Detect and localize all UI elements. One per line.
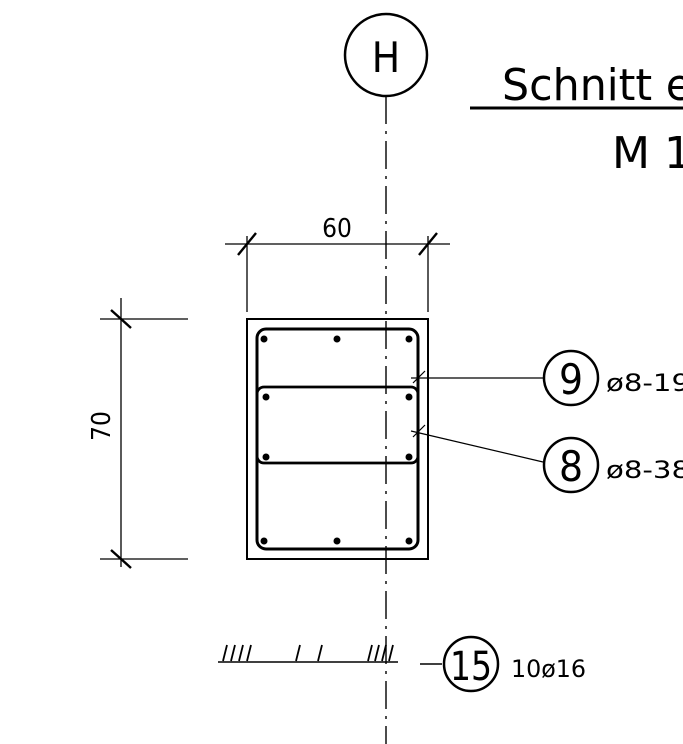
bar-tick	[367, 644, 373, 662]
rebar-bars	[260, 335, 413, 545]
leader-line-8	[410, 430, 544, 463]
rebar-dot	[405, 393, 413, 401]
axis-label: H	[372, 33, 400, 82]
bar-tick	[246, 644, 252, 662]
rebar-dot	[262, 393, 270, 401]
width-tick-right	[418, 232, 438, 256]
width-dimension: 60	[225, 214, 450, 312]
marker-number-15: 15	[450, 644, 492, 690]
inner-stirrup	[255, 385, 420, 465]
marker-circle-9	[542, 349, 600, 407]
marker-spec-8: ø8-38	[606, 456, 683, 484]
title-line-1: Schnitt e	[502, 60, 683, 111]
bar-ticks	[222, 644, 394, 662]
marker-15: 15 10ø16	[218, 635, 586, 693]
bar-tick	[295, 644, 301, 662]
bar-tick	[230, 644, 236, 662]
marker-number-9: 9	[559, 355, 583, 404]
height-value: 70	[87, 411, 117, 441]
width-value: 60	[322, 214, 352, 244]
marker-8: 8 ø8-38	[410, 424, 683, 494]
outer-stirrup	[255, 327, 420, 551]
concrete-section	[246, 318, 429, 560]
bar-tick	[388, 644, 394, 662]
width-tick-left	[237, 232, 257, 256]
marker-spec-15: 10ø16	[511, 655, 586, 683]
axis-h: H	[343, 12, 429, 744]
rebar-dot	[262, 453, 270, 461]
bar-tick	[381, 644, 387, 662]
drawing-title: Schnitt e M 1	[470, 60, 683, 179]
bar-tick	[222, 644, 228, 662]
bar-tick	[238, 644, 244, 662]
rebar-dot	[405, 453, 413, 461]
leader-tick-9	[412, 370, 426, 384]
marker-circle-8	[542, 436, 600, 494]
rebar-dot	[333, 537, 341, 545]
title-line-2: M 1	[612, 128, 683, 179]
height-tick-bottom	[110, 549, 132, 569]
rebar-dot	[405, 335, 413, 343]
section-outline	[246, 318, 429, 560]
bar-tick	[317, 644, 323, 662]
rebar-dot	[260, 537, 268, 545]
leader-tick-8	[412, 424, 426, 438]
rebar-dot	[260, 335, 268, 343]
marker-number-8: 8	[559, 442, 583, 491]
rebar-dot	[333, 335, 341, 343]
marker-circle-15	[442, 635, 500, 693]
height-tick-top	[110, 309, 132, 329]
rebar-dot	[405, 537, 413, 545]
height-dimension: 70	[87, 298, 188, 569]
bar-tick	[374, 644, 380, 662]
marker-spec-9: ø8-19	[606, 369, 683, 397]
marker-9: 9 ø8-19	[411, 349, 683, 407]
